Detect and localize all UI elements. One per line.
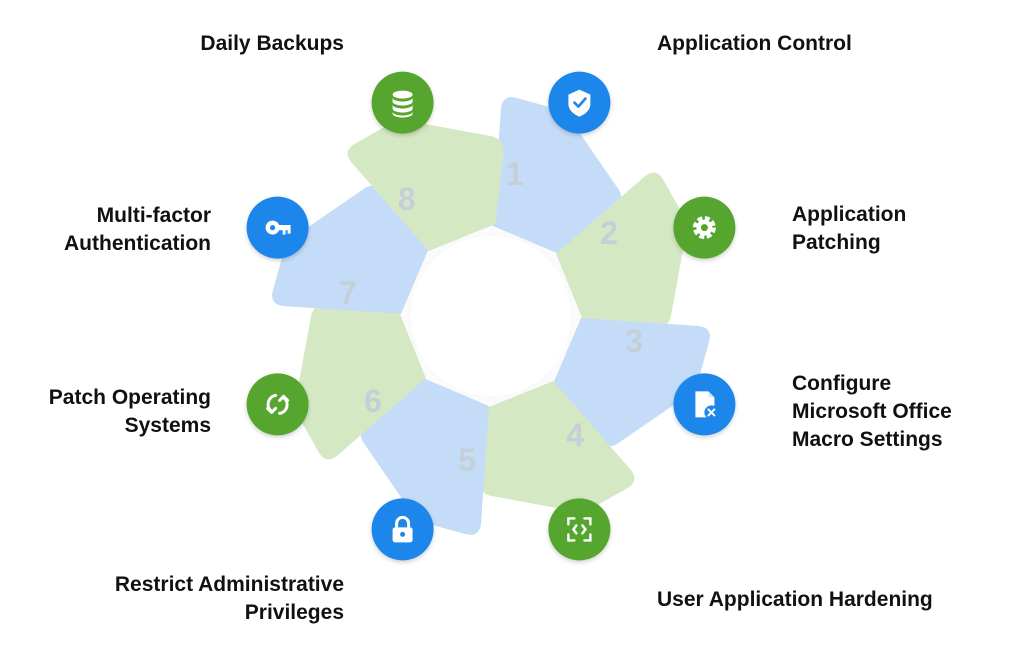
label-line: Application xyxy=(792,203,907,226)
petal-number-1: 1 xyxy=(506,156,524,192)
petal-number-5: 5 xyxy=(458,442,476,478)
label-line: Systems xyxy=(124,414,211,437)
scan-icon xyxy=(548,498,611,561)
petal-8 xyxy=(347,120,504,251)
database-icon xyxy=(371,71,434,134)
label-line: Patch Operating xyxy=(48,386,211,409)
petal-number-8: 8 xyxy=(398,181,416,217)
petal-7 xyxy=(272,185,429,314)
label-line: Authentication xyxy=(64,232,211,255)
shield-check-icon xyxy=(548,71,611,134)
label-line: Configure xyxy=(792,372,892,395)
icons xyxy=(246,71,736,561)
label-line: Privileges xyxy=(244,601,344,624)
gear-icon xyxy=(673,196,736,259)
key-icon xyxy=(246,196,309,259)
label-line: Patching xyxy=(792,231,881,254)
petal-4 xyxy=(478,381,635,512)
petal-6 xyxy=(295,303,426,460)
petal-2 xyxy=(556,172,687,329)
petal-number-3: 3 xyxy=(625,323,643,359)
petal-1 xyxy=(493,97,622,254)
label-application-control: Application Control xyxy=(657,30,852,58)
file-x-icon xyxy=(673,373,736,436)
refresh-icon xyxy=(246,373,309,436)
label-line: Microsoft Office xyxy=(792,400,952,423)
petal-numbers: 1 2 3 4 5 6 7 8 xyxy=(339,156,643,478)
label-line: Restrict Administrative xyxy=(114,573,344,596)
center-hub xyxy=(411,236,571,396)
label-line: Daily Backups xyxy=(200,32,344,55)
petal-number-4: 4 xyxy=(566,417,584,453)
label-line: Application Control xyxy=(657,32,852,55)
petal-number-2: 2 xyxy=(600,215,618,251)
label-line: User Application Hardening xyxy=(657,588,933,611)
petals xyxy=(272,97,710,535)
petal-5 xyxy=(360,378,489,535)
label-line: Macro Settings xyxy=(792,428,943,451)
label-user-application-hardening: User Application Hardening xyxy=(657,586,933,614)
label-daily-backups: Daily Backups xyxy=(200,30,344,58)
petal-number-6: 6 xyxy=(364,383,382,419)
petal-3 xyxy=(553,318,710,447)
petal-number-7: 7 xyxy=(339,275,357,311)
label-line: Multi-factor xyxy=(96,204,211,227)
lock-icon xyxy=(371,498,434,561)
